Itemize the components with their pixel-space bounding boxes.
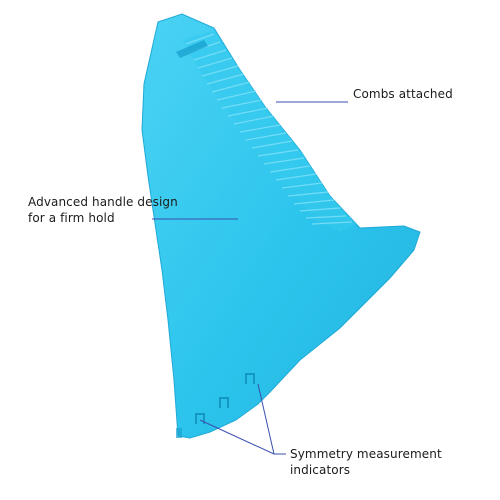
callout-symmetry: Symmetry measurement indicators	[290, 446, 442, 478]
callout-handle-line1: Advanced handle design	[28, 195, 178, 209]
comb-teeth	[185, 33, 353, 225]
callout-combs-text: Combs attached	[353, 87, 453, 101]
callout-symmetry-line1: Symmetry measurement	[290, 447, 442, 461]
leader-lines	[152, 101, 348, 455]
comb-body	[141, 13, 421, 439]
handle-tip	[176, 428, 182, 438]
comb-teeth-region	[182, 30, 356, 232]
leader-line-symmetry-2	[257, 383, 275, 455]
hanging-slot	[176, 40, 208, 58]
symmetry-notches	[195, 373, 255, 424]
callout-handle: Advanced handle design for a firm hold	[28, 194, 178, 226]
callout-combs: Combs attached	[353, 86, 453, 102]
callout-symmetry-line2: indicators	[290, 463, 351, 478]
callout-handle-line2: for a firm hold	[28, 211, 115, 226]
